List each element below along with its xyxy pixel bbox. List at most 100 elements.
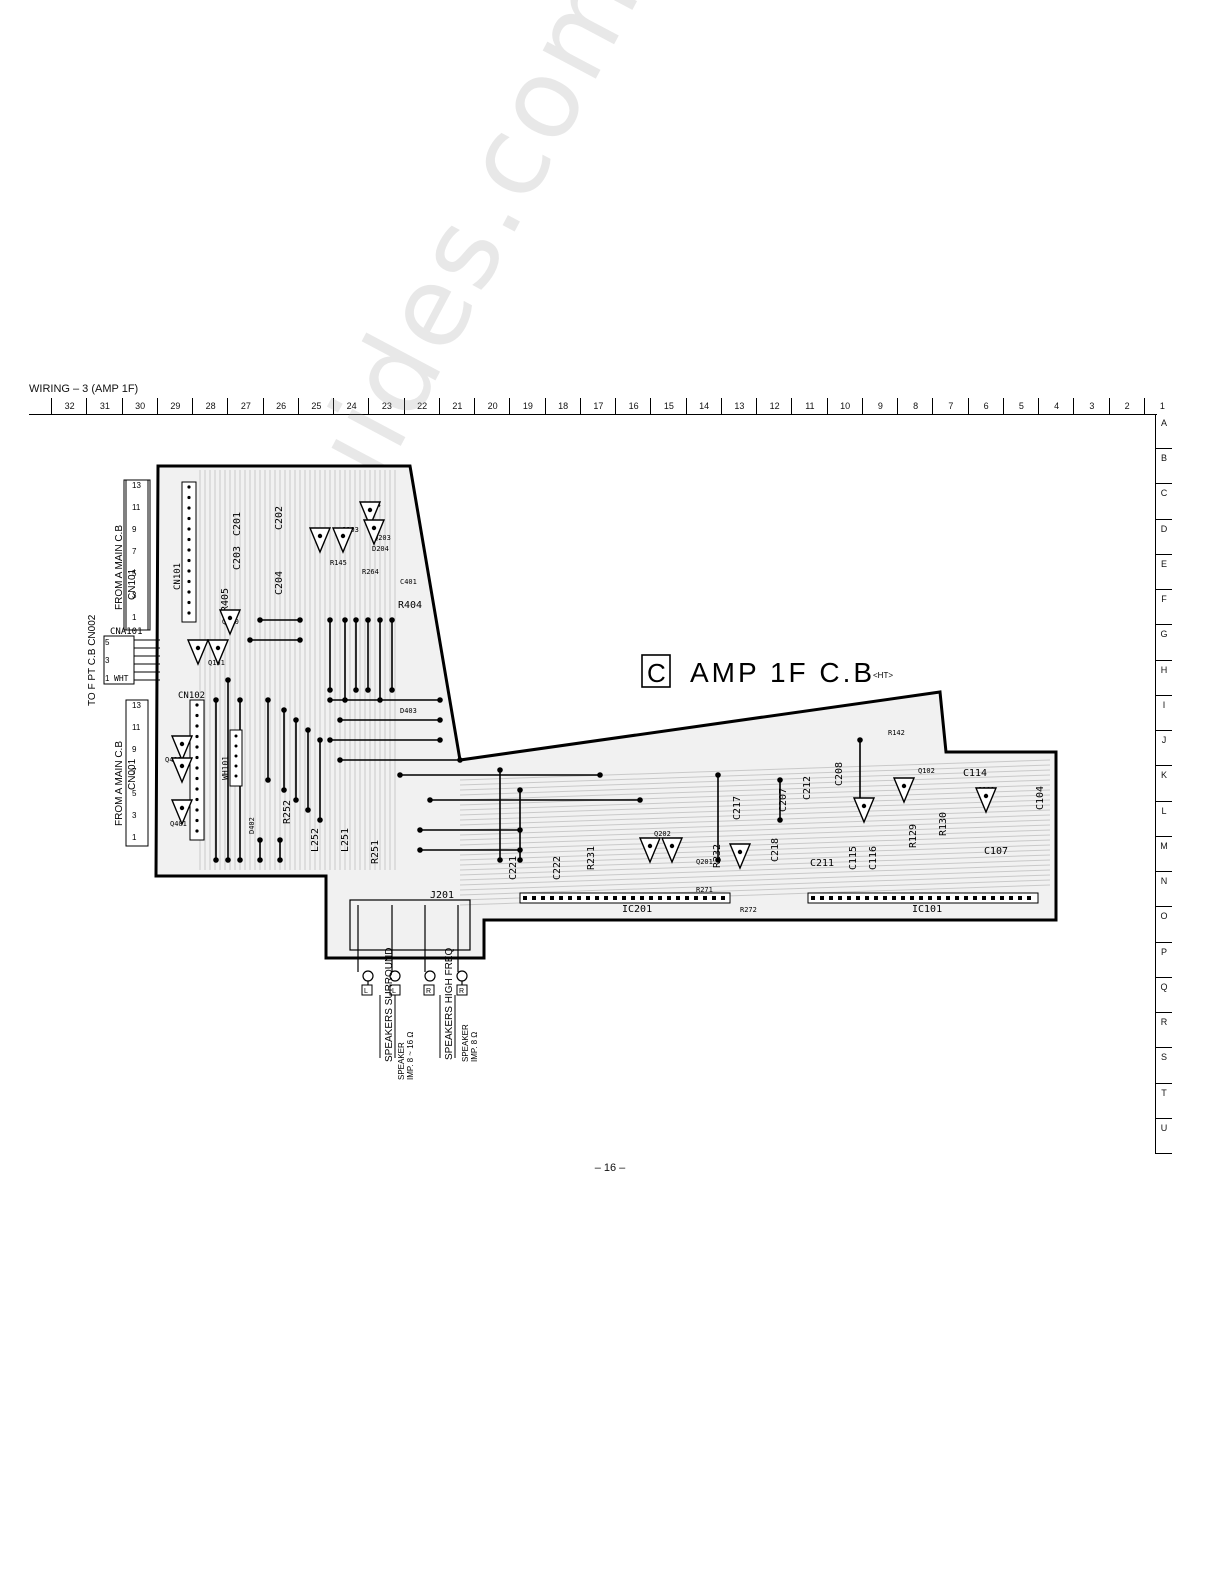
transistor-pad <box>647 843 653 849</box>
jumper-pad <box>327 737 333 743</box>
jumper-pad <box>317 817 323 823</box>
cn101-pad <box>187 611 191 615</box>
jumper-pad <box>277 837 283 843</box>
column-label-17: 17 <box>579 398 616 414</box>
transistor-pad <box>179 741 185 747</box>
row-label-T: T <box>1156 1084 1172 1119</box>
ic101-pin <box>892 896 896 900</box>
cn101-pin-7: 7 <box>132 547 137 556</box>
component-q203: Q203 <box>374 534 391 542</box>
transistor-pad <box>669 843 675 849</box>
component-q151: Q151 <box>208 659 225 667</box>
jumper-pad <box>247 637 253 643</box>
transistor-symbol <box>358 501 382 528</box>
ic201-pin <box>694 896 698 900</box>
ic201-pin <box>667 896 671 900</box>
cn102-pad <box>195 797 199 802</box>
ic101-pin <box>973 896 977 900</box>
column-label-4: 4 <box>1038 398 1074 414</box>
column-label-13: 13 <box>720 398 757 414</box>
trace-line <box>459 764 1051 786</box>
jumper-pad <box>342 617 348 623</box>
row-label-A: A <box>1156 414 1172 450</box>
trace-line <box>459 794 1051 816</box>
cn101-pad <box>187 569 191 573</box>
transistor-pad <box>215 645 221 651</box>
wh101-pad <box>234 764 238 768</box>
cn102-pad <box>195 734 199 739</box>
ic101-pin <box>982 896 986 900</box>
component-q401: Q401 <box>170 820 187 828</box>
wh101-label: WH101 <box>221 756 230 780</box>
cn101-pin-5: 5 <box>132 569 137 578</box>
jumper-pad <box>265 697 271 703</box>
jumper-pad <box>337 717 343 723</box>
jumper-pad <box>365 617 371 623</box>
row-label-U: U <box>1156 1119 1172 1154</box>
transistor-symbol <box>170 799 194 826</box>
column-label-9: 9 <box>861 398 898 414</box>
speaker-left-title: SPEAKER <box>397 1042 406 1080</box>
transistor-pad <box>983 793 989 799</box>
component-r252: R252 <box>282 800 293 824</box>
row-label-P: P <box>1156 943 1172 978</box>
board-name: AMP 1F C.B <box>690 657 875 688</box>
page-title: WIRING – 3 (AMP 1F) <box>29 383 139 395</box>
ic101-pin <box>883 896 887 900</box>
j201-label: J201 <box>430 890 454 901</box>
trace-line <box>459 834 1051 856</box>
ic101-pin <box>856 896 860 900</box>
column-label-29: 29 <box>156 398 193 414</box>
component-c201: C201 <box>232 512 243 536</box>
cn101-pad <box>187 516 191 521</box>
component-r145: R145 <box>330 559 347 567</box>
jumper-pad <box>257 857 263 863</box>
cn101-pin-13: 13 <box>132 481 141 490</box>
row-label-E: E <box>1156 555 1172 591</box>
cna101-box <box>103 635 135 685</box>
cn001-pin-box <box>125 699 149 847</box>
component-c204: C204 <box>274 571 285 595</box>
transistor-pad <box>179 763 185 769</box>
terminal-r2-label: R <box>459 988 464 995</box>
transistor-symbol <box>362 519 386 546</box>
jumper-pad <box>517 787 523 793</box>
trace-line <box>459 874 1051 896</box>
component-r232: R232 <box>712 844 723 868</box>
ic101-pin <box>991 896 995 900</box>
transistor-symbol <box>308 527 332 554</box>
jumper-pad <box>305 807 311 813</box>
row-label-G: G <box>1156 625 1172 661</box>
transistor-symbol <box>170 735 194 762</box>
column-label-3: 3 <box>1073 398 1109 414</box>
row-label-Q: Q <box>1156 978 1172 1014</box>
transistor-symbol <box>170 757 194 784</box>
component-ic201: IC201 <box>622 904 652 915</box>
trace-line <box>459 859 1051 881</box>
jumper-pad <box>277 857 283 863</box>
component-q202: Q202 <box>654 830 671 838</box>
wht-label: WHT <box>114 674 129 683</box>
cn102-strip <box>189 699 205 841</box>
column-label-6: 6 <box>967 398 1004 414</box>
to-pt-cb-label: TO F PT C.B CN002 <box>87 614 98 706</box>
ic201-pin <box>613 896 617 900</box>
trace-line <box>459 809 1051 831</box>
component-r251: R251 <box>370 840 381 864</box>
ic201-pin <box>631 896 635 900</box>
jumper-pad <box>317 737 323 743</box>
cn101-pad <box>187 495 191 500</box>
transistor-pad <box>227 615 233 621</box>
column-label-1: 1 <box>1143 398 1180 414</box>
transistor-symbol <box>186 639 210 666</box>
cn101-pad <box>187 590 191 594</box>
cn101-pad <box>187 485 191 489</box>
component-r404: R404 <box>398 600 422 611</box>
terminal-l2-label: L <box>392 988 396 995</box>
cn001-cn-label: CN001 <box>127 758 138 790</box>
component-c217: C217 <box>732 796 743 820</box>
cn001-pin-3: 3 <box>132 811 137 820</box>
jumper-pad <box>297 637 303 643</box>
column-label-16: 16 <box>615 398 651 414</box>
trace-line <box>459 864 1051 886</box>
